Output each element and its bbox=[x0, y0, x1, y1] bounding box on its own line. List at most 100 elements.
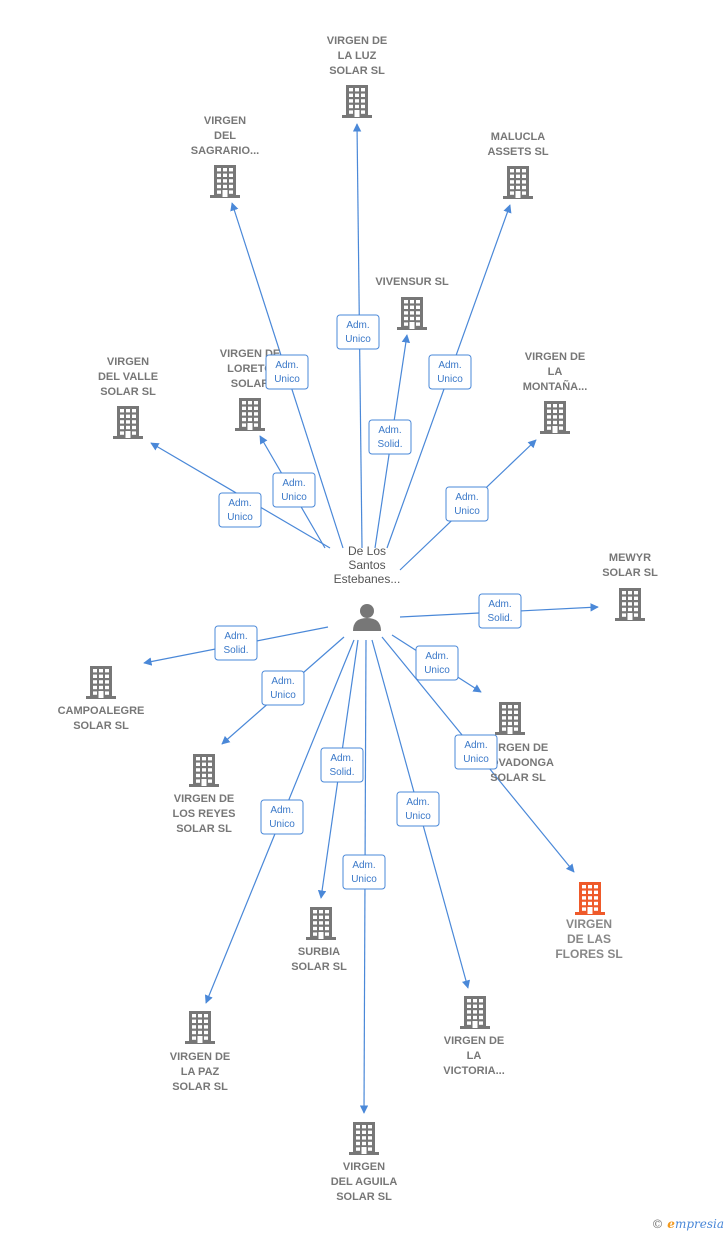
role-badge-box bbox=[445, 486, 489, 522]
role-badge-box bbox=[396, 791, 440, 827]
company-label-line: SOLAR SL bbox=[73, 720, 129, 732]
company-node-campoalegre[interactable]: CAMPOALEGRE SOLAR SL bbox=[58, 666, 145, 732]
company-label-line: SOLAR SL bbox=[329, 65, 385, 77]
role-badge-vivensur[interactable]: Adm. Solid. bbox=[368, 419, 412, 455]
role-badge-malucla[interactable]: Adm.Unico bbox=[428, 354, 472, 390]
company-label-line: VIRGEN DE bbox=[488, 742, 549, 754]
role-badge-campoalegre[interactable]: Adm.Solid. bbox=[214, 625, 258, 661]
role-badge-text: Adm. bbox=[438, 360, 461, 371]
company-label-line: VIRGEN DE bbox=[170, 1051, 231, 1063]
company-node-sagrario[interactable]: VIRGENDELSAGRARIO... bbox=[191, 115, 259, 198]
building-icon bbox=[540, 401, 570, 434]
company-label-line: VIRGEN DE bbox=[327, 35, 388, 47]
role-badge-text: Adm. bbox=[228, 498, 251, 509]
role-badge-box bbox=[428, 354, 472, 390]
role-badge-flores[interactable]: Adm. Unico bbox=[454, 734, 498, 770]
role-badge-montana[interactable]: Adm.Unico bbox=[445, 486, 489, 522]
role-badge-loreto[interactable]: Adm.Unico bbox=[272, 472, 316, 508]
role-badge-box bbox=[320, 747, 364, 783]
role-badge-text: Solid. bbox=[377, 439, 402, 450]
role-badge-text: Solid. bbox=[223, 645, 248, 656]
role-badge-text: Unico bbox=[270, 690, 296, 701]
company-label-line: SOLAR SL bbox=[172, 1081, 228, 1093]
company-label-line: VIRGEN bbox=[343, 1161, 385, 1173]
brand-logo-rest: mpresia bbox=[674, 1217, 724, 1231]
role-badge-mewyr[interactable]: Adm.Solid. bbox=[478, 593, 522, 629]
role-badge-surbia[interactable]: Adm.Solid. bbox=[320, 747, 364, 783]
role-badge-text: Unico bbox=[463, 754, 489, 765]
building-icon bbox=[86, 666, 116, 699]
role-badge-victoria[interactable]: Adm.Unico bbox=[396, 791, 440, 827]
company-label-line: LOS REYES bbox=[173, 808, 236, 820]
company-label-line: VIRGEN bbox=[204, 115, 246, 127]
company-label-line: LA bbox=[467, 1050, 482, 1062]
role-badge-box bbox=[265, 354, 309, 390]
company-label-line: SOLAR SL bbox=[100, 386, 156, 398]
role-badge-valle[interactable]: Adm. Unico bbox=[218, 492, 262, 528]
role-badge-box bbox=[272, 472, 316, 508]
role-badge-text: Adm. bbox=[464, 740, 487, 751]
company-label-line: DEL bbox=[214, 130, 236, 142]
company-node-vivensur[interactable]: VIVENSUR SL bbox=[375, 276, 449, 330]
company-label-line: VIRGEN DE bbox=[525, 351, 586, 363]
role-badge-text: Adm. bbox=[352, 860, 375, 871]
role-badge-text: Adm. bbox=[330, 753, 353, 764]
company-node-paz[interactable]: VIRGEN DE LA PAZ SOLAR SL bbox=[170, 1011, 231, 1093]
role-badge-text: Adm. bbox=[455, 492, 478, 503]
role-badge-reyes[interactable]: Adm.Unico bbox=[261, 670, 305, 706]
company-label-line: LA PAZ bbox=[181, 1066, 220, 1078]
company-label-line: DE LAS bbox=[567, 932, 611, 946]
role-badge-text: Adm. bbox=[275, 360, 298, 371]
role-badge-covadonga[interactable]: Adm.Unico bbox=[415, 645, 459, 681]
building-icon bbox=[615, 588, 645, 621]
company-node-victoria[interactable]: VIRGEN DELAVICTORIA... bbox=[443, 996, 505, 1077]
center-node[interactable]: De LosSantosEstebanes... bbox=[334, 544, 401, 631]
role-badge-text: Adm. bbox=[270, 805, 293, 816]
brand-logo-e: e bbox=[667, 1217, 675, 1231]
company-label-line: SOLAR SL bbox=[176, 823, 232, 835]
role-badge-box bbox=[218, 492, 262, 528]
role-badge-paz[interactable]: Adm. Unico bbox=[260, 799, 304, 835]
building-icon bbox=[342, 85, 372, 118]
role-badge-sagrario[interactable]: Adm.Unico bbox=[265, 354, 309, 390]
company-label-line: LORETO bbox=[227, 363, 273, 375]
role-badge-aguila[interactable]: Adm.Unico bbox=[342, 854, 386, 890]
role-badge-text: Unico bbox=[269, 819, 295, 830]
role-badge-text: Adm. bbox=[282, 478, 305, 489]
copyright-notice: © empresia bbox=[651, 1217, 724, 1231]
building-icon bbox=[185, 1011, 215, 1044]
badges-layer: Adm.UnicoAdm.UnicoAdm.UnicoAdm.Solid.Adm… bbox=[214, 314, 522, 890]
building-icon bbox=[397, 297, 427, 330]
company-label-line: SURBIA bbox=[298, 946, 340, 958]
building-icon bbox=[306, 907, 336, 940]
role-badge-luz[interactable]: Adm.Unico bbox=[336, 314, 380, 350]
company-label-line: VIVENSUR SL bbox=[375, 276, 449, 288]
company-label-line: COVADONGA bbox=[482, 757, 554, 769]
company-label-line: SOLAR SL bbox=[336, 1191, 392, 1203]
role-badge-box bbox=[336, 314, 380, 350]
role-badge-box bbox=[214, 625, 258, 661]
role-badge-text: Unico bbox=[227, 512, 253, 523]
role-badge-box bbox=[342, 854, 386, 890]
person-label-line: Santos bbox=[348, 558, 385, 572]
role-badge-box bbox=[368, 419, 412, 455]
company-label-line: CAMPOALEGRE bbox=[58, 705, 145, 717]
company-label-line: LA bbox=[548, 366, 563, 378]
company-label-line: SOLAR SL bbox=[602, 567, 658, 579]
role-badge-text: Adm. bbox=[378, 425, 401, 436]
company-node-montana[interactable]: VIRGEN DELAMONTAÑA... bbox=[523, 351, 588, 434]
person-icon bbox=[353, 604, 381, 631]
company-label-line: DEL VALLE bbox=[98, 371, 158, 383]
company-label-line: VIRGEN bbox=[566, 917, 612, 931]
role-badge-box bbox=[415, 645, 459, 681]
